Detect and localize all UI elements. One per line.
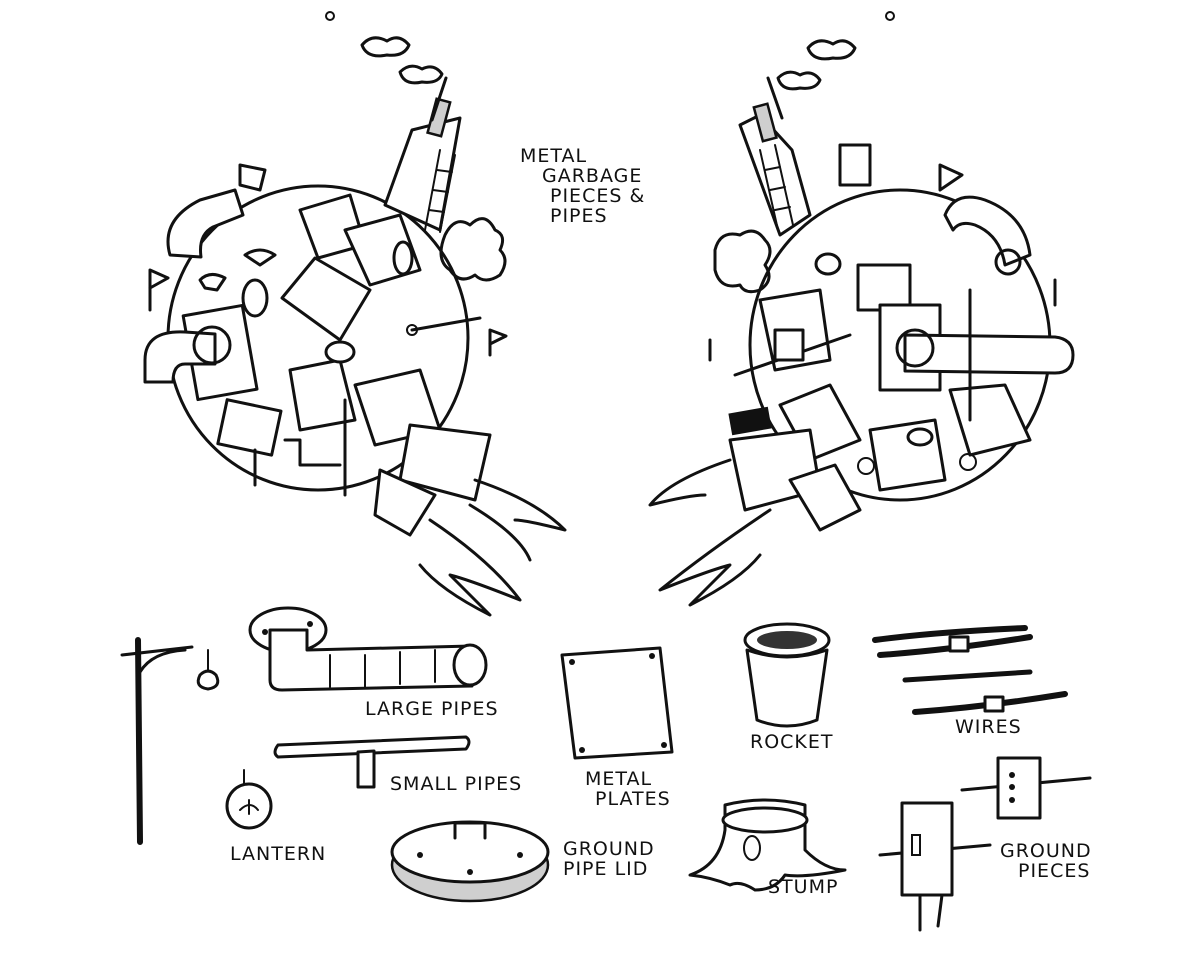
label-ground-pipe-lid: GROUND PIPE LID <box>563 838 655 880</box>
label-metal-garbage: METAL GARBAGE PIECES & PIPES <box>520 145 646 227</box>
lamp-post <box>120 637 220 845</box>
label-small-pipes: SMALL PIPES <box>390 773 523 795</box>
large-pipe-sketch <box>248 606 488 692</box>
ground-pipe-lid-sketch <box>390 820 550 903</box>
metal-plate-sketch <box>560 646 674 760</box>
ground-pieces-sketch <box>878 756 1092 932</box>
tower <box>383 116 462 232</box>
label-large-pipes: LARGE PIPES <box>365 698 499 720</box>
wires-sketch <box>872 625 1068 715</box>
small-pipe-sketch <box>273 735 471 789</box>
stump-sketch <box>688 798 847 892</box>
rocket-sketch <box>743 622 831 728</box>
label-rocket: ROCKET <box>750 731 834 753</box>
lantern-sketch <box>225 769 273 830</box>
right-planetoid <box>648 11 1075 607</box>
label-stump: STUMP <box>768 876 839 898</box>
label-lantern: LANTERN <box>230 843 327 865</box>
left-planetoid <box>143 11 567 617</box>
label-metal-plates: METAL PLATES <box>585 768 671 810</box>
label-wires: WIRES <box>955 716 1022 738</box>
label-ground-pieces: GROUND PIECES <box>1000 840 1092 882</box>
